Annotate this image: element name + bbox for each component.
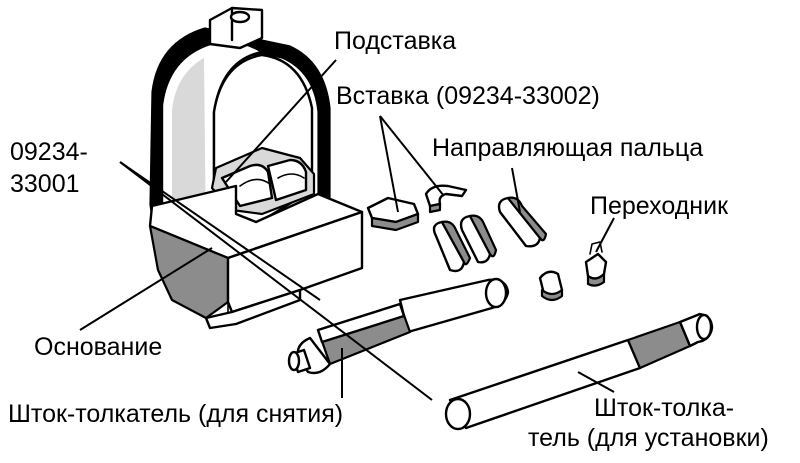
label-adapter: Переходник — [590, 192, 729, 220]
label-base: Основание — [34, 333, 162, 361]
label-tool-number-line1: 09234- — [10, 138, 88, 166]
base-block-drawing — [148, 184, 364, 330]
label-removal-rod: Шток-толкатель (для снятия) — [8, 400, 343, 428]
stand-seat-drawing — [210, 146, 316, 216]
label-stand: Подставка — [334, 27, 456, 55]
adapter-parts-drawing — [538, 241, 608, 302]
label-insert: Вставка (09234-33002) — [336, 82, 600, 110]
install-push-rod-drawing — [444, 312, 714, 431]
insert-parts-drawing — [366, 184, 468, 232]
finger-guide-parts-drawing — [432, 196, 548, 273]
label-install-rod-line1: Шток-толка- — [594, 394, 734, 422]
removal-push-rod-drawing — [287, 277, 510, 375]
label-finger-guide: Направляющая пальца — [432, 134, 703, 162]
callout-labels: Подставка Вставка (09234-33002) 09234- 3… — [8, 27, 769, 452]
leader-lines — [79, 59, 615, 401]
label-tool-number-line2: 33001 — [10, 170, 80, 198]
label-install-rod-line2: тель (для установки) — [528, 424, 769, 452]
